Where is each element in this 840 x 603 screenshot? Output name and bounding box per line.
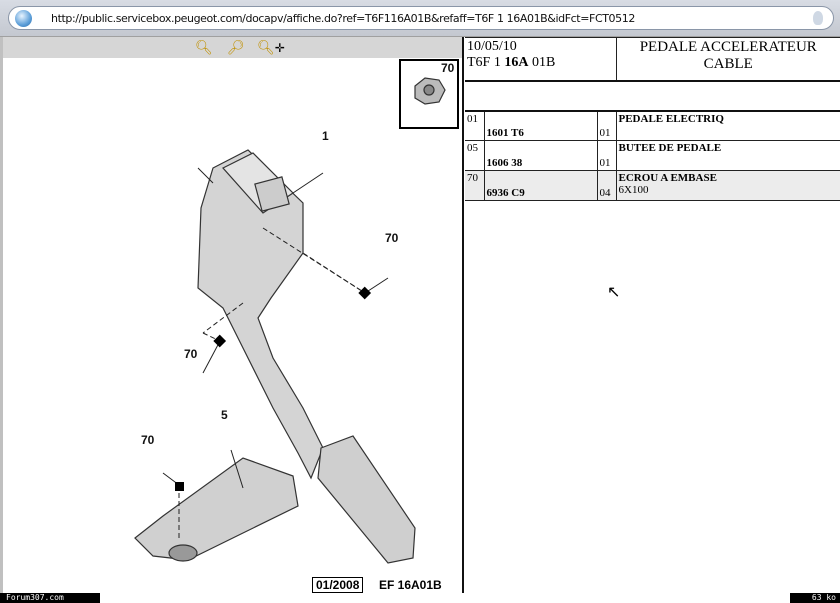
status-bar: Forum307.com 63 ko (0, 593, 840, 603)
header-ref-cell: 10/05/10 T6F 1 16A 01B (465, 37, 617, 82)
bulb-icon (813, 11, 823, 25)
callout-70b: 70 (184, 347, 198, 361)
status-right: 63 ko (790, 593, 840, 603)
zoom-toolbar: 🔍︎ 🔎︎ 🔍︎✛ (3, 37, 462, 58)
pedal-stop (134, 457, 299, 561)
table-row[interactable]: 05 1606 38 01 BUTEE DE PEDALE (465, 140, 840, 171)
diagram-panel: 🔍︎ 🔎︎ 🔍︎✛ 70 1 70 70 5 70 01/2008 EF 16A… (0, 37, 464, 593)
pedal-diagram (134, 59, 459, 564)
status-left: Forum307.com (0, 593, 100, 603)
table-row[interactable]: 01 1601 T6 01 PEDALE ELECTRIQ (465, 110, 840, 141)
callout-inset: 70 (441, 61, 455, 75)
address-bar: http://public.servicebox.peugeot.com/doc… (0, 0, 840, 37)
zoom-out-icon[interactable]: 🔎︎ (227, 39, 245, 55)
zoom-in-icon[interactable]: 🔍︎ (195, 39, 213, 55)
callout-70c: 70 (141, 433, 155, 447)
url-text: http://public.servicebox.peugeot.com/doc… (51, 12, 635, 25)
pan-zoom-icon[interactable]: 🔍︎✛ (257, 39, 285, 55)
date-box: 01/2008 (312, 577, 364, 593)
parts-table: 10/05/10 T6F 1 16A 01B PEDALE ACCELERATE… (465, 37, 840, 201)
callout-1: 1 (322, 129, 329, 143)
diagram-ref: EF 16A01B (379, 578, 442, 592)
callout-70a: 70 (385, 231, 399, 245)
header-ref: T6F 1 16A 01B (467, 55, 556, 70)
globe-icon (15, 10, 32, 27)
url-input[interactable]: http://public.servicebox.peugeot.com/doc… (8, 6, 834, 30)
mouse-cursor-icon: ↖︎ (607, 284, 621, 301)
callout-5: 5 (221, 408, 228, 422)
pedal-pad (317, 435, 416, 564)
parts-panel: 10/05/10 T6F 1 16A 01B PEDALE ACCELERATE… (465, 37, 840, 593)
header-date: 10/05/10 (467, 39, 517, 54)
